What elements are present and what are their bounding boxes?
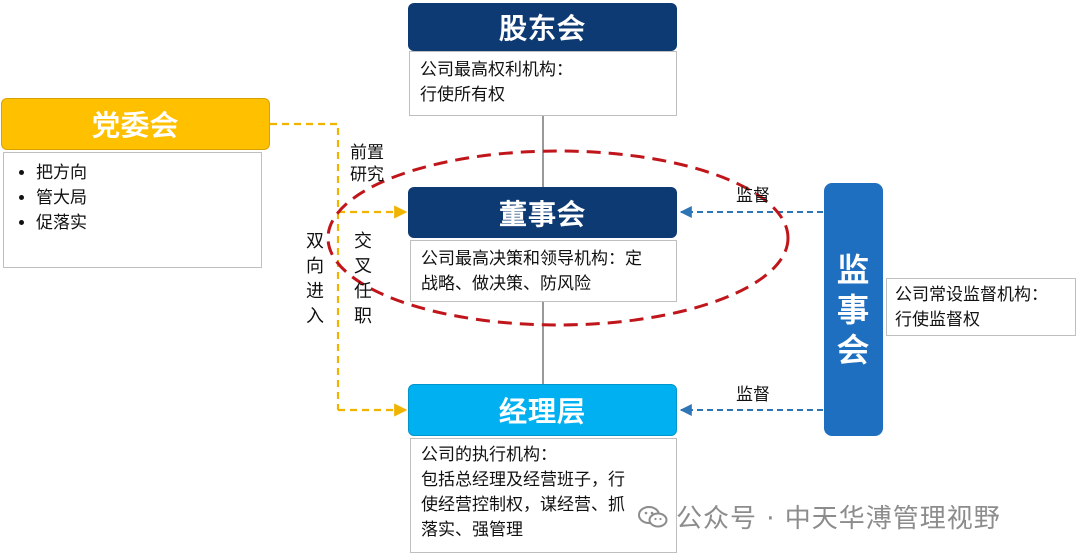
management-desc-line: 落实、强管理	[421, 520, 523, 540]
shareholders-desc-line: 公司最高权利机构：	[420, 60, 573, 80]
wechat-icon	[638, 505, 668, 529]
management-desc-line: 使经营控制权，谋经营、抓	[421, 495, 625, 515]
board-header: 董事会	[408, 187, 677, 238]
shareholders-desc-line: 行使所有权	[420, 85, 505, 105]
supervisors-title-char: 事	[836, 290, 870, 329]
board-desc: 公司最高决策和领导机构：定 战略、做决策、防风险	[410, 240, 677, 302]
party-header: 党委会	[1, 98, 270, 150]
shareholders-title: 股东会	[498, 12, 586, 45]
supervise-board-label: 监督	[736, 186, 770, 206]
party-bullet-list: 把方向 管大局 促落实	[14, 161, 251, 236]
cross-office-char: 叉	[354, 256, 372, 277]
management-desc: 公司的执行机构： 包括总经理及经营班子，行 使经营控制权，谋经营、抓 落实、强管…	[410, 438, 677, 553]
two-way-char: 入	[306, 306, 324, 327]
supervisors-desc-line: 公司常设监督机构：	[895, 285, 1048, 305]
party-bullet: 把方向	[36, 161, 251, 186]
pre-research-line: 前置	[350, 143, 384, 163]
party-desc: 把方向 管大局 促落实	[3, 152, 262, 268]
supervisors-desc: 公司常设监督机构： 行使监督权	[886, 278, 1076, 336]
pre-research-line: 研究	[350, 165, 384, 185]
party-title: 党委会	[91, 109, 179, 142]
shareholders-desc: 公司最高权利机构： 行使所有权	[409, 51, 677, 116]
party-dashed-connector	[270, 122, 340, 410]
watermark-text: 公众号 · 中天华溥管理视野	[676, 504, 1001, 534]
supervisors-desc-line: 行使监督权	[895, 310, 980, 330]
board-desc-line: 公司最高决策和领导机构：定	[421, 249, 642, 269]
management-desc-line: 公司的执行机构：	[421, 445, 557, 465]
board-desc-line: 战略、做决策、防风险	[421, 274, 591, 294]
management-header: 经理层	[408, 384, 677, 436]
cross-office-char: 职	[354, 306, 372, 327]
supervisors-header: 监 事 会	[824, 183, 883, 436]
supervise-management-label: 监督	[736, 385, 770, 405]
two-way-char: 向	[306, 256, 324, 277]
supervisors-title-char: 会	[836, 330, 870, 369]
two-way-char: 双	[306, 231, 324, 252]
watermark: 公众号 · 中天华溥管理视野	[638, 498, 1001, 535]
party-bullet: 管大局	[36, 186, 251, 211]
cross-office-label: 交 叉 任 职	[352, 229, 374, 329]
management-desc-line: 包括总经理及经营班子，行	[421, 470, 625, 490]
management-title: 经理层	[498, 395, 586, 428]
board-highlight-ellipse	[326, 149, 790, 327]
shareholders-header: 股东会	[408, 3, 677, 51]
pre-research-label: 前置 研究	[350, 142, 384, 186]
party-bullet: 促落实	[36, 211, 251, 236]
board-title: 董事会	[498, 197, 586, 231]
two-way-entry-label: 双 向 进 入	[304, 229, 326, 329]
cross-office-char: 任	[354, 281, 372, 302]
two-way-char: 进	[306, 281, 324, 302]
cross-office-char: 交	[354, 231, 372, 252]
supervisors-title-char: 监	[836, 250, 870, 289]
